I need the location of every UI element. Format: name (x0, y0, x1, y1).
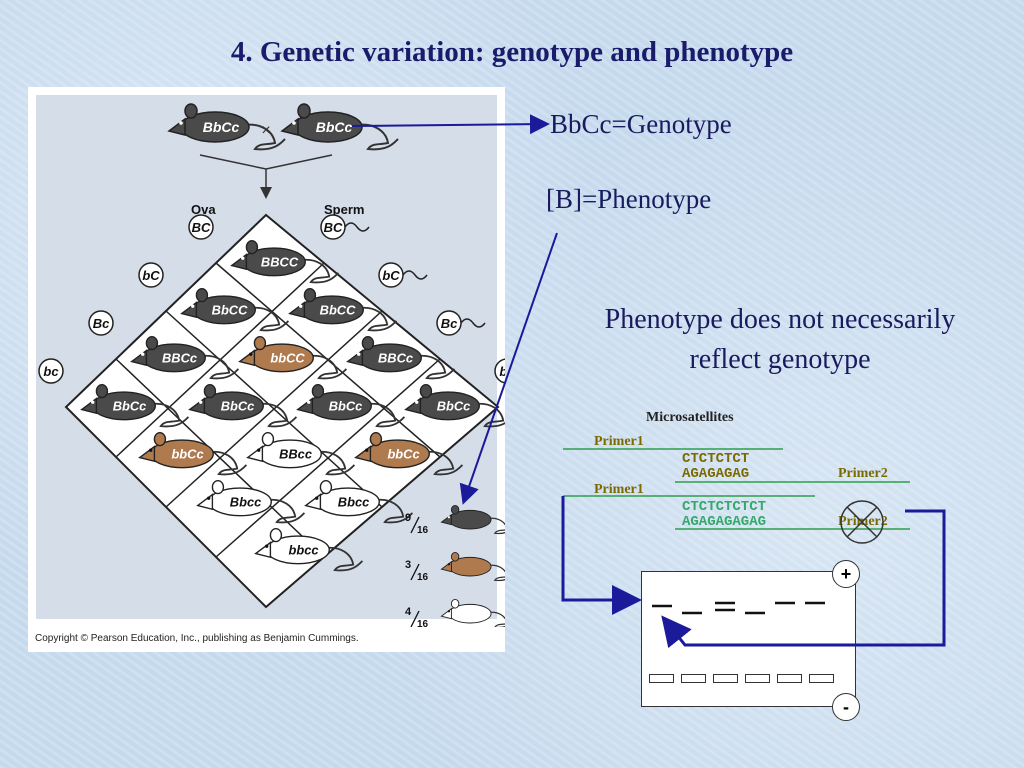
sperm-gamete: bc (494, 358, 505, 384)
genotype-label: BbCc (316, 119, 353, 135)
ova-label: Ova (191, 202, 216, 217)
ratio-denominator: 16 (417, 525, 429, 536)
offspring-mouse: BbCc (188, 384, 298, 428)
ova-gamete: BC (188, 214, 214, 240)
ratio-numerator: 3 (405, 559, 411, 571)
negative-electrode: - (832, 693, 860, 721)
allele-to-gel-arrow (561, 496, 642, 615)
ova-gamete: bc (38, 358, 64, 384)
ratio-entry: 4 16 (405, 598, 505, 627)
genotype-label: bbCC (270, 350, 305, 365)
parent-mouse: BbCc (280, 103, 399, 151)
sperm-gamete: Bc (436, 310, 486, 336)
genotype-label: BBCc (162, 350, 197, 365)
offspring-mouse: Bbcc (196, 480, 306, 524)
gamete-text: bC (382, 268, 400, 283)
punnett-square-figure: BBCCBbCCBBCcBbCcBbCCbbCCBbCcbbCcBBCcBbCc… (38, 103, 505, 627)
phenotype-ratios: 9 16 3 16 4 16 (405, 504, 505, 627)
gamete-text: BC (324, 220, 343, 235)
offspring-mouse: bbCc (138, 432, 248, 476)
offspring-mouse: bbCc (354, 432, 464, 476)
gel-bands (652, 601, 825, 615)
parent-cross: BbCc BbCc × (167, 103, 399, 199)
statement-line-2: reflect genotype (689, 344, 871, 375)
gel-electrophoresis-box (641, 571, 856, 707)
genotype-label: bbCc (171, 446, 203, 461)
genotype-label: BbCc (329, 398, 363, 413)
sperm-gamete: BC (320, 214, 370, 240)
parent-mouse: BbCc (167, 103, 286, 151)
genotype-label: BbCc (203, 119, 240, 135)
gamete-text: Bc (93, 316, 110, 331)
ratio-denominator: 16 (417, 619, 429, 627)
genotype-label: BbCC (212, 302, 248, 317)
allele2-bottom-strand: AGAGAGAGAG (682, 514, 767, 530)
genotype-label: BbCC (320, 302, 356, 317)
gamete-text: bc (499, 364, 505, 379)
genotype-label: bbcc (288, 542, 318, 557)
cross-symbol: × (261, 122, 270, 139)
microsatellites-title: Microsatellites (646, 410, 734, 425)
offspring-mouse: Bbcc (304, 480, 414, 524)
gamete-text: bC (142, 268, 160, 283)
positive-electrode: + (832, 560, 860, 588)
sperm-label: Sperm (324, 202, 364, 217)
offspring-mouse: bbCC (238, 336, 348, 380)
primer2-label-b: Primer2 (838, 514, 888, 529)
offspring-mouse: BBCc (346, 336, 456, 380)
offspring-mouse: BbCc (80, 384, 190, 428)
genotype-label: BbCc (437, 398, 471, 413)
offspring-mouse: bbcc (254, 528, 364, 572)
ratio-entry: 9 16 (405, 504, 505, 536)
primer1-label-a: Primer1 (594, 434, 644, 449)
copyright-notice: Copyright © Pearson Education, Inc., pub… (35, 633, 359, 644)
genotype-label: Bbcc (338, 494, 369, 509)
ratio-denominator: 16 (417, 572, 429, 583)
gamete-text: BC (192, 220, 211, 235)
gel-well (713, 674, 738, 683)
offspring-mouse: BbCc (296, 384, 406, 428)
genotype-label: BbCc (221, 398, 255, 413)
gel-well (809, 674, 834, 683)
gel-well (681, 674, 706, 683)
offspring-mouse: BBCc (130, 336, 240, 380)
allele1-bottom-strand: AGAGAGAG (682, 466, 750, 482)
ratio-numerator: 4 (405, 606, 412, 618)
allele1-top-strand: CTCTCTCT (682, 451, 750, 467)
genotype-label: Bbcc (230, 494, 261, 509)
gel-well (745, 674, 770, 683)
genotype-label: BBCC (261, 254, 299, 269)
genotype-label: BbCc=Genotype (550, 109, 732, 139)
gamete-text: bc (43, 364, 59, 379)
genotype-label: BBcc (279, 446, 312, 461)
primer1-label-b: Primer1 (594, 482, 644, 497)
gel-well (649, 674, 674, 683)
statement-line-1: Phenotype does not necessarily (604, 304, 956, 335)
offspring-mouse: BbCC (180, 288, 290, 332)
ratio-entry: 3 16 (405, 551, 505, 583)
genotype-label: bbCc (387, 446, 419, 461)
ratio-numerator: 9 (405, 512, 411, 524)
phenotype-label: [B]=Phenotype (546, 184, 712, 214)
ratio-mouse (440, 598, 505, 627)
gamete-text: Bc (441, 316, 458, 331)
sperm-gamete: bC (378, 262, 428, 288)
allele2-top-strand: CTCTCTCTCT (682, 499, 767, 515)
primer2-label-a: Primer2 (838, 466, 888, 481)
gel-well (777, 674, 802, 683)
page-title: 4. Genetic variation: genotype and pheno… (230, 36, 794, 68)
ova-gamete: bC (138, 262, 164, 288)
genotype-label: BBCc (378, 350, 413, 365)
offspring-mouse: BbCC (288, 288, 398, 332)
offspring-mouse: BBCC (230, 240, 340, 284)
ova-gamete: Bc (88, 310, 114, 336)
offspring-mouse: BBcc (246, 432, 356, 476)
ratio-mouse (440, 504, 505, 535)
ratio-mouse (440, 551, 505, 582)
genotype-label: BbCc (113, 398, 147, 413)
